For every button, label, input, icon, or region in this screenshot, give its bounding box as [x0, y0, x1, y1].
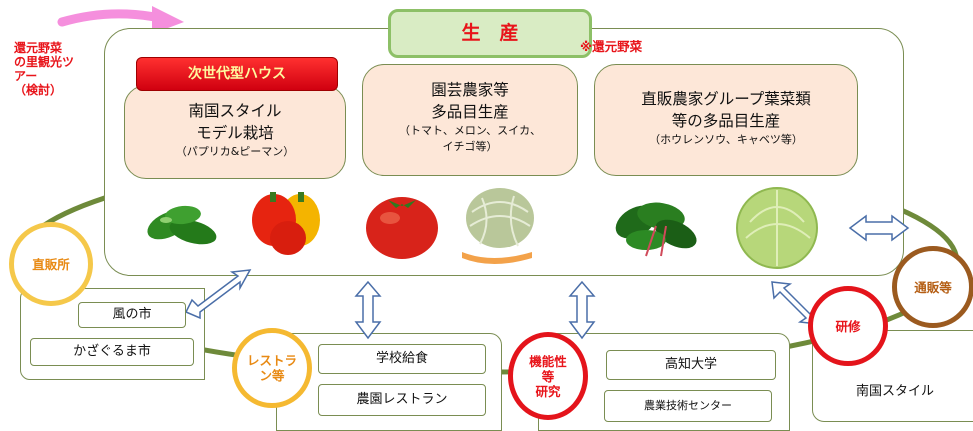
green-pepper-photo [147, 205, 217, 245]
cabbage-photo [736, 187, 818, 269]
melon-photo [462, 188, 534, 264]
reduction-note: ※還元野菜 [580, 39, 643, 54]
training-circle: 研修 [808, 286, 888, 366]
next-gen-house-banner: 次世代型ハウス [136, 57, 338, 91]
mail-order-circle: 通販等 [892, 246, 973, 328]
paprika-photo [252, 192, 320, 255]
outlet-agri-tech-center: 農業技術センター [604, 390, 772, 422]
tomato-photo [366, 197, 438, 259]
horticulture-panel: 園芸農家等 多品目生産 （トマト、メロン、スイカ、 イチゴ等） [362, 64, 578, 176]
outlet-kochi-university: 高知大学 [606, 350, 776, 380]
direct-sales-group-panel: 直販農家グループ葉菜類 等の多品目生産 （ホウレンソウ、キャベツ等） [594, 64, 858, 176]
research-circle: 機能性等研究 [508, 332, 588, 420]
pink-curved-arrow-icon [57, 9, 165, 27]
outlet-school-lunch: 学校給食 [318, 344, 486, 374]
production-title: 生 産 [388, 9, 592, 58]
spinach-photo [615, 202, 697, 257]
direct-store-circle: 直販所 [9, 222, 93, 306]
restaurant-circle: レストラン等 [232, 328, 312, 408]
outlet-kaze-no-ichi: 風の市 [78, 302, 186, 328]
tour-note: 還元野菜 の里観光ツ アー （検討） [14, 41, 75, 97]
outlet-nangoku-style: 南国スタイル [855, 384, 934, 399]
next-gen-house-panel: 南国スタイル モデル栽培 （パプリカ&ピーマン） [124, 85, 346, 179]
outlet-kazaguruma-ichi: かざぐるま市 [30, 338, 194, 366]
outlet-farm-restaurant: 農園レストラン [318, 384, 486, 416]
